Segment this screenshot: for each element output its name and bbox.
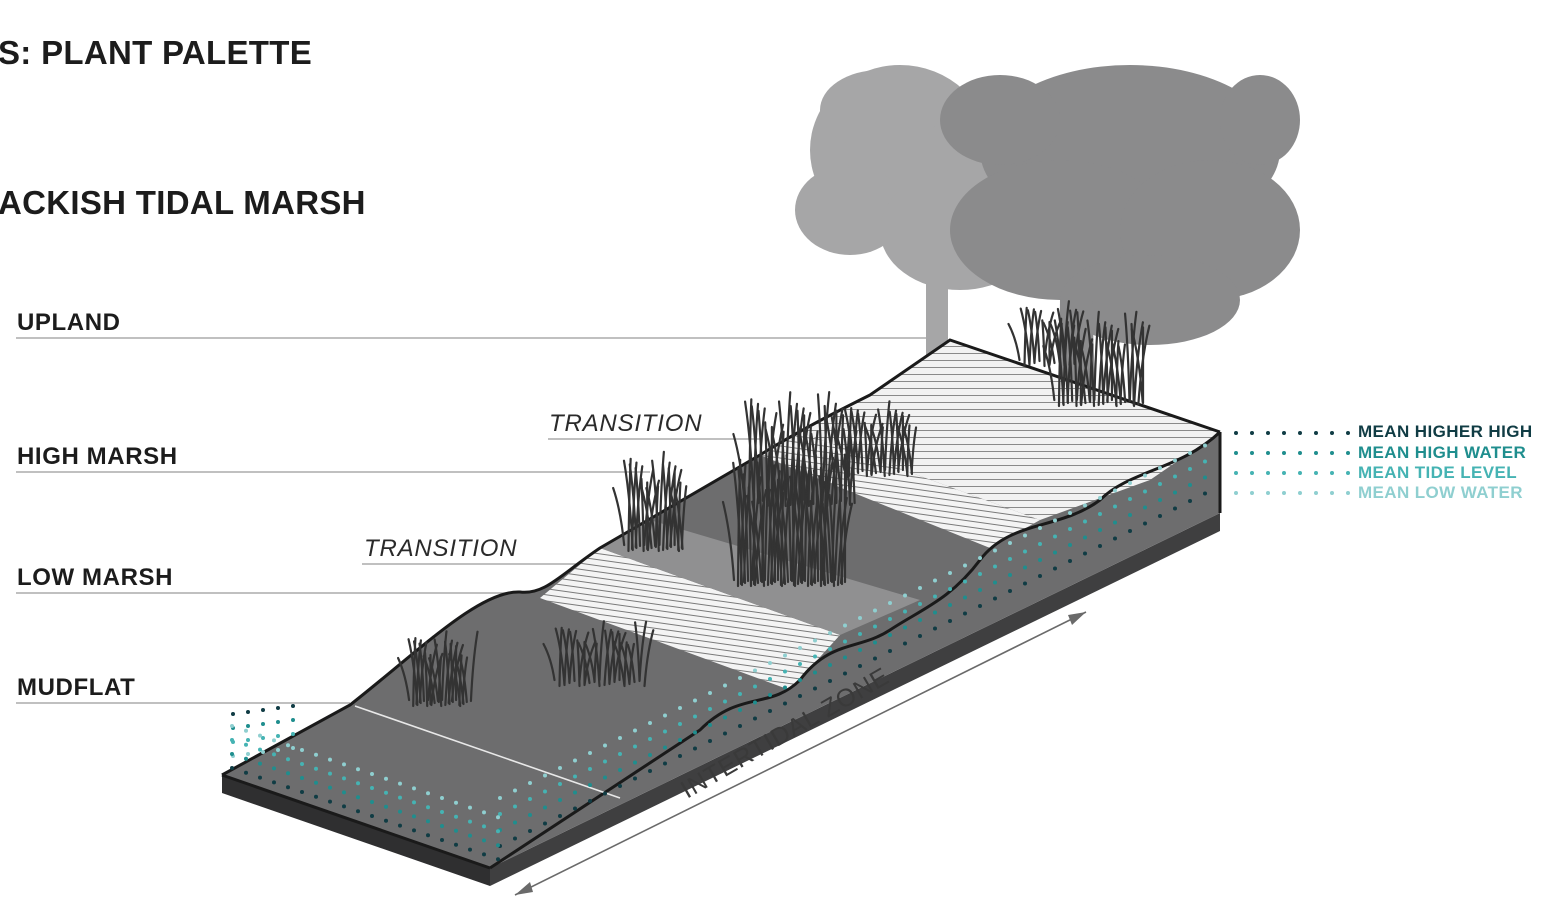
transition-band-lower	[540, 548, 840, 690]
page-subtitle: ACKISH TIDAL MARSH	[0, 184, 366, 221]
tide-label-mean-high-water: MEAN HIGH WATER	[1358, 443, 1527, 462]
mudflat-divider	[354, 705, 621, 799]
zone-label-high-marsh: HIGH MARSH	[17, 443, 178, 470]
transition-label-lower: TRANSITION	[364, 535, 518, 562]
slab-side-face	[490, 513, 1220, 886]
tide-label-mean-higher-high: MEAN HIGHER HIGH	[1358, 422, 1533, 441]
zone-label-low-marsh: LOW MARSH	[17, 564, 174, 591]
tide-label-mean-low-water: MEAN LOW WATER	[1358, 483, 1523, 502]
grass-clumps	[396, 300, 1151, 708]
slab-right-wave	[489, 430, 1222, 870]
zone-label-upland: UPLAND	[17, 309, 121, 336]
slab-bottom-edge	[221, 773, 491, 870]
upland-area	[800, 340, 1220, 520]
page-title: S: PLANT PALETTE	[0, 34, 313, 71]
tide-dots	[230, 431, 1350, 862]
tide-label-mean-tide-level: MEAN TIDE LEVEL	[1358, 463, 1518, 482]
intertidal-zone-arrow	[514, 611, 1087, 896]
zone-label-mudflat: MUDFLAT	[17, 674, 136, 701]
slab-front-face	[222, 775, 490, 886]
transition-label-upper: TRANSITION	[549, 410, 703, 437]
